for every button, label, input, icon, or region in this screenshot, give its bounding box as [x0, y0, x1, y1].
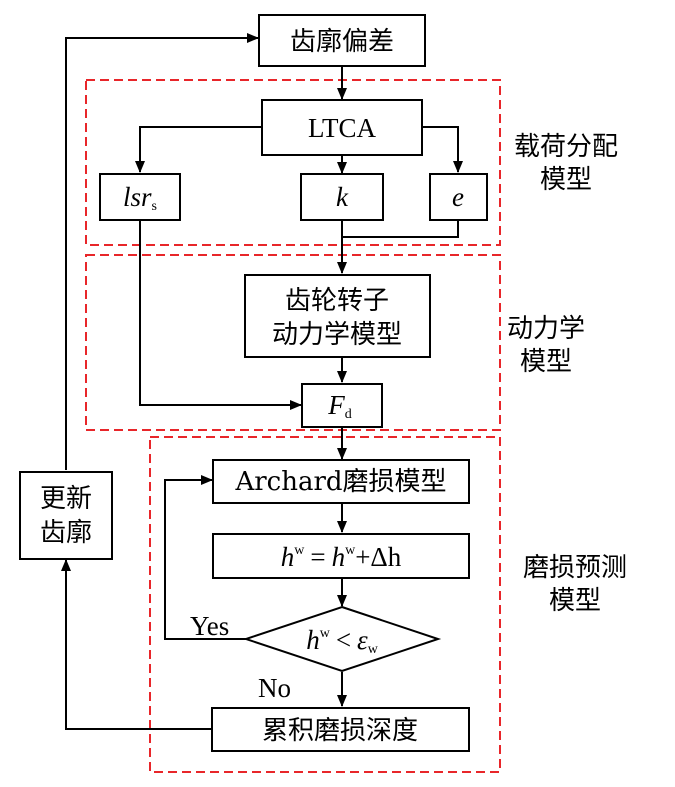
edge-e-merge	[342, 220, 459, 238]
no-label: No	[258, 673, 291, 703]
update-tail: +Δh	[355, 542, 402, 572]
update-profile-label-2: 齿廓	[40, 518, 92, 548]
update-h: h	[281, 542, 295, 572]
lsr-sub: s	[152, 199, 157, 214]
edge-yes-loop	[164, 475, 246, 640]
edge-lsr-fd	[139, 220, 302, 410]
fd-sub: d	[345, 407, 352, 422]
archard-label: Archard磨损模型	[234, 467, 446, 497]
edge-cumulative-update-profile	[61, 559, 212, 730]
update-label: hw=hw+Δh	[281, 542, 402, 572]
update-profile-label-1: 更新	[40, 484, 92, 514]
cumulative-label: 累积磨损深度	[262, 716, 418, 746]
cond-h: h	[306, 625, 320, 655]
lsr-box	[99, 173, 181, 221]
gear-rotor-label-2: 动力学模型	[272, 320, 402, 350]
load-distribution-group	[85, 79, 501, 246]
update-eq: =	[310, 542, 325, 572]
e-label: e	[452, 182, 464, 212]
yes-label: Yes	[190, 611, 229, 641]
cumulative-box	[211, 707, 470, 752]
fd-main: F	[327, 390, 345, 420]
cond-h-sup: w	[320, 626, 331, 641]
archard-box	[212, 459, 470, 504]
lsr-main: lsr	[123, 182, 152, 212]
update-profile-box	[19, 471, 113, 560]
load-group-label-2: 模型	[540, 165, 592, 195]
e-box	[429, 173, 488, 221]
dyn-group-label-1: 动力学	[507, 314, 585, 344]
update-rhs-sup: w	[345, 543, 356, 558]
fd-label: Fd	[327, 390, 352, 422]
cond-eps: ε	[357, 625, 368, 655]
edge-ltca-lsr	[135, 126, 262, 173]
gear-rotor-box	[244, 274, 431, 358]
dyn-group-label-2: 模型	[520, 347, 572, 377]
tooth-deviation-box	[258, 14, 426, 67]
fd-box	[301, 383, 383, 428]
edge-update-profile-deviation	[65, 33, 259, 470]
k-box	[300, 173, 384, 221]
update-h-sup: w	[294, 543, 305, 558]
tooth-deviation-label: 齿廓偏差	[290, 27, 394, 57]
update-box	[212, 533, 470, 579]
k-label: k	[336, 182, 349, 212]
cond-lt: <	[336, 625, 351, 655]
wear-prediction-group	[149, 436, 501, 773]
update-rhs-h: h	[332, 542, 346, 572]
ltca-label: LTCA	[308, 113, 377, 143]
edge-ltca-e	[422, 126, 463, 173]
gear-rotor-label-1: 齿轮转子	[285, 286, 389, 316]
condition-diamond	[242, 605, 442, 673]
lsr-label: lsrs	[123, 182, 157, 214]
condition-label: hw<εw	[306, 625, 379, 657]
load-group-label-1: 载荷分配	[514, 132, 618, 162]
cond-eps-sub: w	[368, 642, 379, 657]
wear-group-label-2: 模型	[549, 586, 601, 616]
ltca-box	[261, 99, 423, 156]
wear-group-label-1: 磨损预测	[523, 553, 627, 583]
